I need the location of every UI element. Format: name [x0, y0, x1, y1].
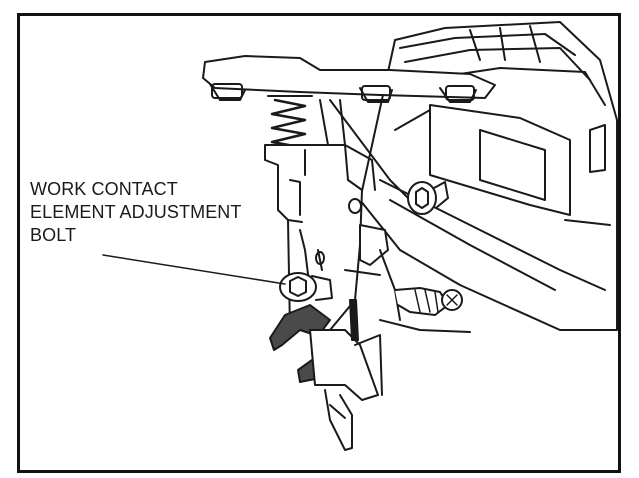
callout-label: WORK CONTACT ELEMENT ADJUSTMENT BOLT	[30, 178, 242, 247]
callout-leader-line	[102, 254, 286, 285]
adjustment-bolt	[279, 249, 333, 302]
callout-line-3: BOLT	[30, 225, 77, 245]
callout-line-2: ELEMENT ADJUSTMENT	[30, 202, 242, 222]
cylinder-cap	[202, 55, 496, 103]
callout-line-1: WORK CONTACT	[30, 179, 178, 199]
return-spring	[267, 95, 313, 150]
side-linkage	[344, 181, 471, 333]
nose-tip	[309, 299, 383, 451]
magazine-body	[359, 21, 618, 331]
